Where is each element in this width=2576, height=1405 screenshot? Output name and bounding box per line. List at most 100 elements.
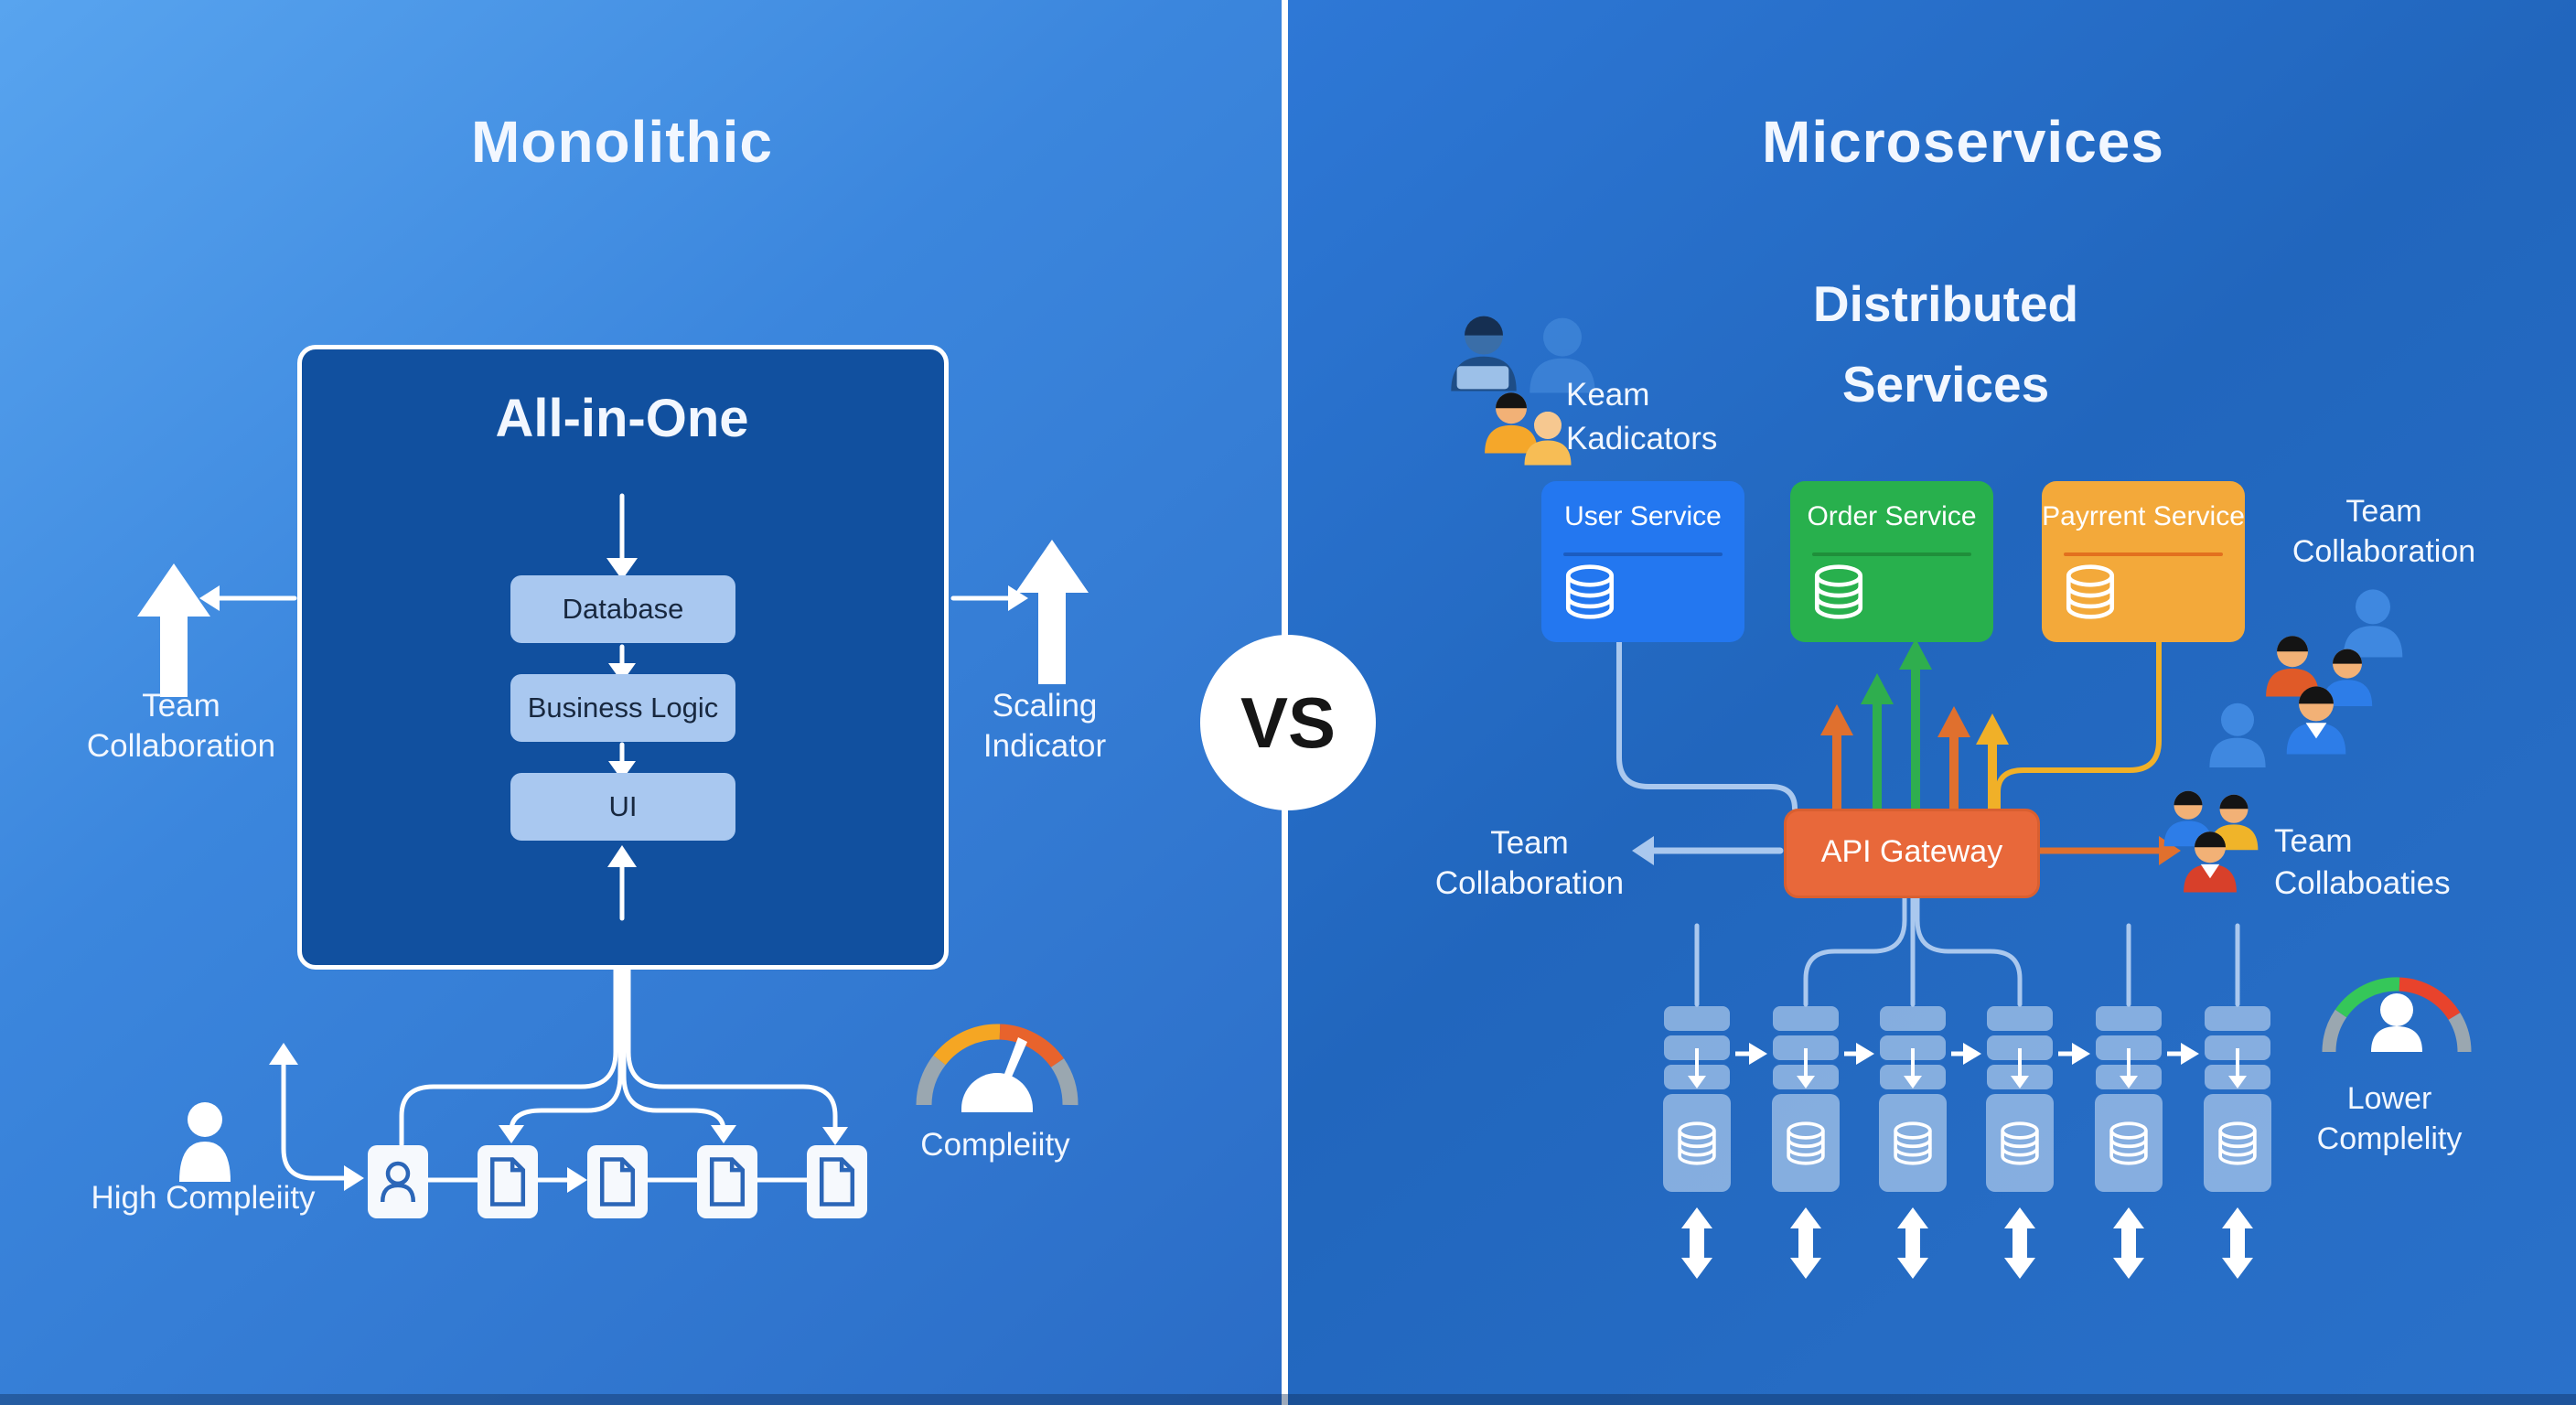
api-gateway-box: API Gateway bbox=[1784, 809, 2040, 898]
team-collaboration-label: Team bbox=[142, 688, 220, 724]
service-block bbox=[2096, 1035, 2162, 1060]
service-title: User Service bbox=[1564, 501, 1722, 531]
lower-complexity-gauge-icon bbox=[2322, 977, 2472, 1053]
double-arrow-icon bbox=[2004, 1207, 2035, 1279]
service-block bbox=[2205, 1035, 2270, 1060]
high-complexity-label: High Compleiity bbox=[91, 1180, 316, 1216]
service-block bbox=[1880, 1006, 1946, 1031]
double-arrow-icon bbox=[2222, 1207, 2253, 1279]
service-block bbox=[1664, 1006, 1730, 1031]
team-collaboration-label: Collaboration bbox=[86, 728, 276, 764]
person-icon bbox=[1451, 316, 1517, 391]
up-arrow-icon bbox=[1015, 540, 1089, 684]
team-collaboration-gateway-label: Collaboration bbox=[1434, 865, 1625, 901]
flow-step-document bbox=[587, 1145, 648, 1218]
microservice-column bbox=[1663, 1006, 1767, 1279]
layer-ui: UI bbox=[510, 773, 735, 841]
team-collaboration-gateway-label: Team bbox=[1490, 825, 1569, 861]
team-indicators-label: Keam bbox=[1566, 377, 1650, 413]
bottom-edge-strip bbox=[0, 1394, 2576, 1405]
database-icon bbox=[1562, 562, 1618, 622]
payment-service-box: Payrrent Service bbox=[2042, 481, 2245, 642]
service-block bbox=[1880, 1035, 1946, 1060]
document-icon bbox=[703, 1153, 751, 1210]
team-collaboaties-label: Team bbox=[2274, 823, 2353, 859]
layer-business-logic: Business Logic bbox=[510, 674, 735, 742]
team-collaboration-top-label: Collaboration bbox=[2292, 534, 2476, 569]
service-db-block bbox=[2095, 1094, 2163, 1192]
service-block bbox=[2205, 1006, 2270, 1031]
flow-step-user bbox=[368, 1145, 428, 1218]
monolith-flow-lines bbox=[209, 493, 1018, 1183]
service-block bbox=[2096, 1006, 2162, 1031]
service-title: Payrrent Service bbox=[2042, 501, 2245, 531]
service-block bbox=[1773, 1006, 1839, 1031]
left-arrowhead bbox=[1632, 836, 1654, 865]
document-icon bbox=[484, 1153, 531, 1210]
person-icon bbox=[1530, 317, 1595, 393]
microservice-column bbox=[1772, 1006, 1874, 1279]
vs-badge: VS bbox=[1200, 635, 1376, 810]
service-db-block bbox=[1663, 1094, 1731, 1192]
order-service-box: Order Service bbox=[1790, 481, 1993, 642]
person-icon bbox=[1524, 412, 1572, 466]
person-icon bbox=[179, 1102, 231, 1182]
team-indicators-label: Kadicators bbox=[1566, 421, 1718, 456]
person-icon bbox=[2266, 636, 2319, 697]
gateway-up-arrows bbox=[1820, 638, 2009, 812]
double-arrow-icon bbox=[1681, 1207, 1712, 1279]
service-to-gateway-lines bbox=[1616, 639, 2170, 854]
layer-database: Database bbox=[510, 575, 735, 643]
gauge-needle bbox=[961, 1037, 1033, 1112]
document-icon bbox=[813, 1153, 861, 1210]
service-db-block bbox=[1879, 1094, 1947, 1192]
person-icon bbox=[2209, 794, 2259, 851]
service-block bbox=[1987, 1006, 2053, 1031]
all-in-one-title: All-in-One bbox=[495, 389, 749, 448]
up-arrow-icon bbox=[137, 563, 210, 697]
service-db-block bbox=[1772, 1094, 1840, 1192]
microservice-column bbox=[1986, 1006, 2090, 1279]
team-collaboration-top-label: Team bbox=[2345, 494, 2422, 529]
scaling-indicator-label: Indicator bbox=[982, 728, 1107, 764]
person-icon bbox=[2343, 589, 2403, 658]
service-block bbox=[1664, 1035, 1730, 1060]
flow-step-document bbox=[807, 1145, 867, 1218]
gateway-to-grid-lines bbox=[1694, 892, 2240, 1007]
database-icon bbox=[2062, 562, 2119, 622]
distributed-services-subtitle: Services bbox=[1841, 356, 2050, 413]
service-title: Order Service bbox=[1807, 501, 1977, 531]
service-db-block bbox=[2204, 1094, 2271, 1192]
complexity-gauge-label: Compleiity bbox=[920, 1127, 1070, 1163]
microservice-column bbox=[2095, 1006, 2199, 1279]
service-db-block bbox=[1986, 1094, 2054, 1192]
microservice-column bbox=[2204, 1006, 2271, 1279]
flow-step-document bbox=[478, 1145, 538, 1218]
service-divider bbox=[2064, 552, 2223, 556]
distributed-services-subtitle: Distributed bbox=[1812, 275, 2079, 332]
complexity-gauge-icon bbox=[916, 1024, 1079, 1106]
database-icon bbox=[1810, 562, 1867, 622]
person-icon bbox=[2286, 686, 2346, 755]
person-icon bbox=[2184, 831, 2237, 893]
double-arrow-icon bbox=[1897, 1207, 1928, 1279]
service-block bbox=[1987, 1035, 2053, 1060]
person-icon bbox=[2371, 993, 2422, 1052]
microservices-title: Microservices bbox=[1762, 109, 2164, 175]
document-icon bbox=[594, 1153, 641, 1210]
double-arrow-icon bbox=[2113, 1207, 2144, 1279]
service-divider bbox=[1563, 552, 1723, 556]
flow-step-document bbox=[697, 1145, 757, 1218]
microservice-column bbox=[1879, 1006, 1981, 1279]
service-divider bbox=[1812, 552, 1971, 556]
person-icon bbox=[1485, 392, 1538, 454]
monolithic-title: Monolithic bbox=[471, 109, 773, 175]
person-icon bbox=[2209, 702, 2266, 767]
team-collaboaties-label: Collaboaties bbox=[2274, 865, 2451, 901]
monolith-arrowheads bbox=[137, 540, 1089, 1193]
lower-complexity-gauge-label: Complelity bbox=[2316, 1121, 2463, 1156]
person-outline-icon bbox=[374, 1153, 422, 1210]
double-arrow-icon bbox=[1790, 1207, 1821, 1279]
